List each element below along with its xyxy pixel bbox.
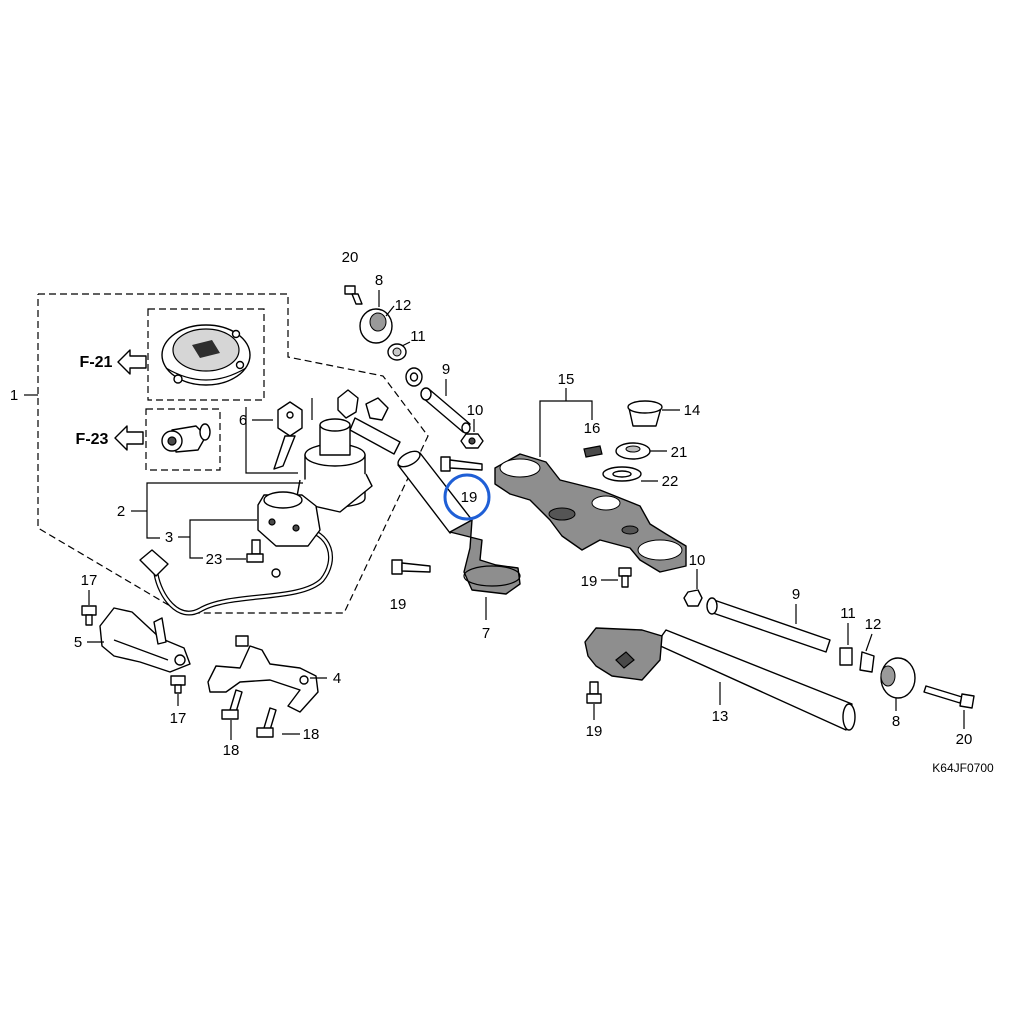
callout-11-top: 11	[410, 328, 426, 345]
callout-8-top: 8	[375, 272, 383, 289]
handlebar-13-drawing	[584, 627, 856, 731]
bolt-18-left	[221, 689, 243, 720]
callout-5: 5	[74, 634, 82, 651]
callout-7: 7	[482, 625, 490, 642]
bolt-23	[246, 539, 264, 563]
callout-17-top: 17	[81, 572, 98, 589]
switch-drawing	[139, 491, 333, 616]
inner-bracket-lines	[245, 398, 313, 474]
ignition-switch-drawing	[295, 389, 401, 513]
key-drawing	[273, 401, 303, 470]
bar-end-8-right	[880, 657, 916, 699]
callout-23: 23	[206, 551, 223, 568]
nut-10-right	[683, 589, 703, 607]
callout-3: 3	[165, 529, 173, 546]
callout-10-right: 10	[689, 552, 706, 569]
bolt-17-top	[81, 605, 97, 626]
callout-19-bottom: 19	[586, 723, 603, 740]
highlight-circle	[443, 473, 491, 521]
washer-11-right	[839, 647, 853, 666]
reference-f21-label: F-21	[80, 354, 113, 371]
callout-18-right: 18	[303, 726, 320, 743]
callout-20-top: 20	[342, 249, 359, 266]
callout-12-top: 12	[395, 297, 412, 314]
callout-16: 16	[584, 420, 601, 437]
callout-21: 21	[671, 444, 688, 461]
callout-20-right: 20	[956, 731, 973, 748]
part-12-right	[859, 651, 875, 673]
reference-f21-group	[117, 308, 265, 401]
arrow-left-icon	[117, 349, 147, 375]
nut-10-top	[460, 433, 484, 449]
bushing-14	[627, 400, 663, 427]
callout-10-top: 10	[467, 402, 484, 419]
bolt-18-right	[256, 707, 277, 738]
bolt-19-left	[391, 559, 431, 575]
bar-end-8-top	[359, 308, 393, 344]
leader-lines	[87, 290, 965, 740]
callout-6: 6	[239, 412, 247, 429]
bolt-19-circled	[440, 456, 483, 472]
callout-22: 22	[662, 473, 679, 490]
callout-13: 13	[712, 708, 729, 725]
top-bridge-15-drawing	[494, 453, 687, 573]
bolt-9-right	[706, 597, 831, 653]
callout-14: 14	[684, 402, 701, 419]
callout-19-bridge: 19	[581, 573, 598, 590]
assembly-1-boundary	[24, 293, 429, 614]
callout-1: 1	[10, 387, 18, 404]
arrow-left-icon	[114, 425, 144, 451]
callout-11-right: 11	[840, 605, 856, 622]
callout-18-left: 18	[223, 742, 240, 759]
fuel-cap-drawing	[161, 324, 251, 386]
diagram-code: K64JF0700	[932, 761, 994, 775]
plate-16	[583, 445, 603, 458]
bolt-17-bottom	[170, 675, 186, 694]
callout-19-highlighted: 19	[461, 489, 478, 506]
washer-22	[602, 466, 642, 482]
callout-19-left: 19	[390, 596, 407, 613]
lock-drawing	[161, 423, 211, 453]
bolt-19-bridge	[618, 567, 632, 588]
reference-f23-label: F-23	[76, 431, 109, 448]
reference-f23-group	[114, 408, 221, 471]
callout-9-right: 9	[792, 586, 800, 603]
bolt-19-bottom	[586, 681, 602, 704]
part-12-top	[387, 343, 407, 361]
washer-11-top	[405, 367, 423, 387]
screw-20-right	[923, 685, 975, 709]
nut-21	[615, 442, 651, 460]
screw-20-top	[344, 285, 363, 305]
bracket-4-drawing	[207, 635, 319, 713]
callout-15: 15	[558, 371, 575, 388]
callout-4: 4	[333, 670, 341, 687]
callout-8-right: 8	[892, 713, 900, 730]
callout-12-right: 12	[865, 616, 882, 633]
callout-17-bottom: 17	[170, 710, 187, 727]
callout-2: 2	[117, 503, 125, 520]
callout-9-top: 9	[442, 361, 450, 378]
bolt-9-top	[420, 387, 471, 434]
bracket-5-drawing	[99, 607, 191, 673]
